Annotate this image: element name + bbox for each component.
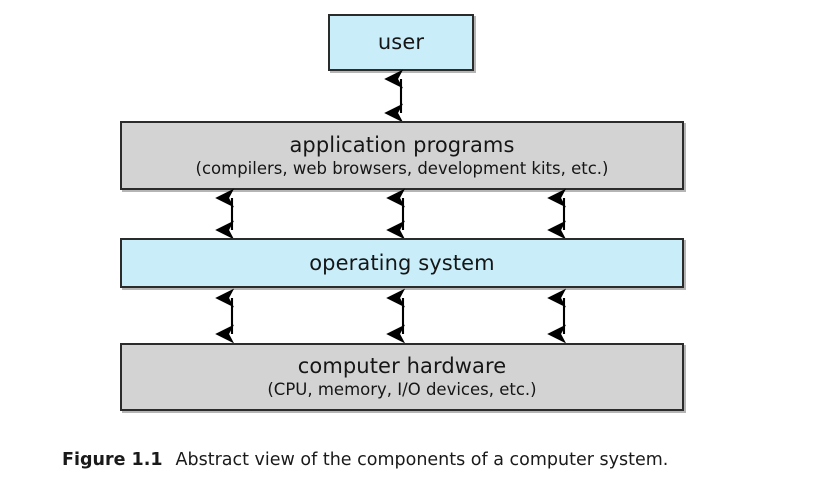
figure-caption-label: Figure 1.1 <box>62 450 163 470</box>
node-hardware-subtitle: (CPU, memory, I/O devices, etc.) <box>267 380 537 400</box>
node-application-subtitle: (compilers, web browsers, development ki… <box>195 158 609 178</box>
node-hardware-title: computer hardware <box>297 354 507 379</box>
figure-caption-text: Abstract view of the components of a com… <box>175 450 669 470</box>
connector-os-hardware-left <box>215 288 235 344</box>
diagram-node-user: user <box>328 14 474 71</box>
connector-user-application <box>384 69 404 123</box>
node-application-title: application programs <box>289 132 515 157</box>
connector-application-os-center <box>386 188 406 240</box>
connector-application-os-right <box>547 188 567 240</box>
diagram-node-application-programs: application programs (compilers, web bro… <box>120 121 684 190</box>
node-user-title: user <box>377 30 425 55</box>
node-os-title: operating system <box>309 250 495 275</box>
connector-application-os-left <box>215 188 235 240</box>
connector-os-hardware-right <box>547 288 567 344</box>
diagram-node-operating-system: operating system <box>120 238 684 288</box>
connector-os-hardware-center <box>386 288 406 344</box>
diagram-node-computer-hardware: computer hardware (CPU, memory, I/O devi… <box>120 343 684 411</box>
figure-caption: Figure 1.1 Abstract view of the component… <box>62 450 762 470</box>
